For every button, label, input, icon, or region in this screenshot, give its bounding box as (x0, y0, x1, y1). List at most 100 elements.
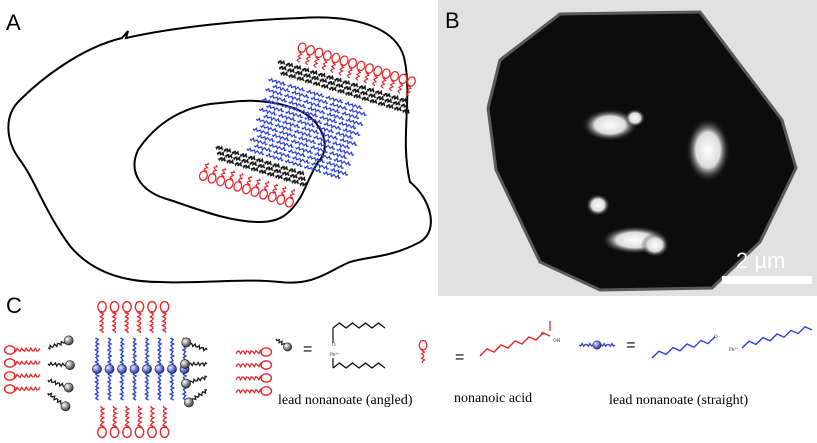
straight-layer-segment (287, 83, 305, 92)
acid-tail (338, 63, 345, 76)
angled-chain-bottom (332, 362, 386, 369)
acid-tail (296, 50, 303, 63)
angled-head (283, 342, 292, 352)
angled-layer-segment (304, 78, 313, 84)
straight-layer-segment (259, 124, 278, 133)
acid-tail (388, 79, 396, 92)
angled-layer-segment (234, 161, 243, 167)
angled-layer-segment (289, 173, 298, 179)
straight-layer-segment (320, 131, 339, 141)
angled-layer-segment (295, 70, 303, 76)
acid-head (373, 65, 383, 77)
straight-layer-segment (274, 123, 293, 132)
angled-layer-segment (241, 158, 250, 164)
acid-head (224, 178, 234, 189)
angled-layer-segment (402, 108, 410, 114)
straight-head (154, 364, 165, 374)
angled-layer-segment (350, 82, 359, 88)
nonanoic-acid-molecule (3, 345, 41, 355)
acid-tail (346, 66, 354, 79)
legend-angled: = O Pb²⁺ lead nonanoate (angled) (275, 322, 413, 408)
acid-head (297, 42, 307, 53)
straight-chain-right (741, 325, 813, 349)
acid-head (159, 300, 170, 313)
acid-tail (313, 55, 320, 68)
panel-a-label: A (6, 10, 21, 35)
angled-layer-segment (343, 85, 352, 91)
acid-tail (304, 53, 312, 66)
straight-tail-down (131, 372, 138, 401)
straight-layer-segment (252, 127, 271, 136)
acid-head (109, 426, 120, 439)
straight-tail-up (169, 337, 175, 366)
angled-layer-segment (277, 59, 286, 65)
angled-layer-segment (273, 168, 282, 174)
acid-tail (280, 186, 287, 197)
nonanoic-acid-molecule (198, 162, 210, 182)
straight-layer-segment (348, 107, 367, 117)
angled-layer-segment (318, 72, 326, 78)
acid-head (3, 371, 16, 381)
angled-layer-segment (361, 96, 370, 102)
acid-tail (235, 375, 263, 382)
angled-layer-segment (319, 77, 328, 84)
straight-layer-segment (272, 149, 291, 159)
angled-layer-segment (327, 80, 336, 86)
angled-layer-segment (328, 86, 337, 92)
acid-tail (13, 385, 41, 392)
angled-head (63, 335, 74, 346)
straight-layer-segment (341, 111, 360, 120)
acid-head (147, 426, 157, 439)
acid-chain (479, 332, 551, 357)
acid-tail (371, 74, 379, 87)
acid-tail (124, 405, 131, 429)
straight-layer-segment (253, 143, 272, 153)
straight-layer-segment (313, 134, 331, 144)
acid-head (356, 60, 366, 72)
angled-layer-segment (272, 162, 281, 168)
straight-icon-tail-right (600, 342, 616, 348)
nonanoic-acid-molecule (363, 63, 374, 84)
acid-tail (123, 310, 130, 334)
nonanoic-acid-molecule (250, 178, 261, 197)
acid-tail (255, 178, 261, 189)
straight-layer-segment (264, 87, 283, 96)
angled-layer-segment (226, 159, 235, 165)
angled-layer-segment (351, 88, 360, 94)
angled-layer-segment (250, 166, 259, 172)
angled-layer-segment (242, 164, 251, 170)
straight-layer-segment (311, 161, 329, 170)
nonanoic-acid-molecule (321, 50, 332, 71)
nonanoic-acid-icon (418, 339, 428, 364)
acid-head (109, 300, 120, 313)
angled-layer-segment (334, 77, 343, 83)
acid-head (260, 373, 273, 383)
panel-c: C = O Pb²⁺ lead nonanoate (angled) = O O… (3, 293, 813, 439)
acid-tail (405, 84, 412, 97)
angled-layer-segment (264, 160, 273, 166)
angled-layer-segment (247, 155, 256, 161)
legend-angled-equals: = (303, 341, 312, 358)
straight-layer-segment (338, 121, 357, 130)
angled-layer-segment (287, 68, 295, 74)
straight-layer-segment (306, 89, 325, 98)
acid-head (233, 181, 243, 192)
straight-layer-segment (344, 101, 363, 110)
angled-layer-segment (303, 72, 312, 79)
acid-tail (13, 346, 41, 353)
acid-o-label: O (541, 332, 545, 337)
angled-layer-segment (278, 65, 287, 71)
straight-layer-segment (281, 103, 299, 112)
acid-tail (237, 173, 244, 184)
angled-head (180, 359, 190, 369)
angled-layer-segment (280, 165, 289, 171)
straight-tail-down (144, 372, 150, 401)
angled-layer-segment (298, 176, 306, 182)
acid-head (97, 426, 107, 439)
straight-layer-segment (329, 101, 348, 111)
angled-layer-segment (345, 91, 353, 97)
straight-head (167, 364, 177, 374)
straight-layer-segment (329, 150, 347, 160)
straight-layer-segment (256, 133, 275, 143)
straight-layer-segment (336, 147, 355, 156)
